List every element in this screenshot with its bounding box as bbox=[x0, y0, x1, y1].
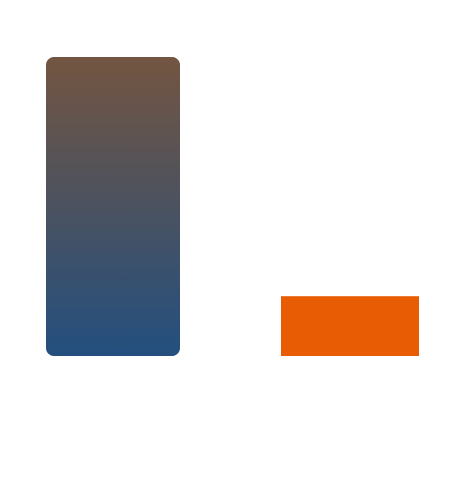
bar-1 bbox=[46, 57, 180, 356]
plot-area bbox=[46, 57, 419, 356]
bar-2 bbox=[281, 296, 419, 356]
